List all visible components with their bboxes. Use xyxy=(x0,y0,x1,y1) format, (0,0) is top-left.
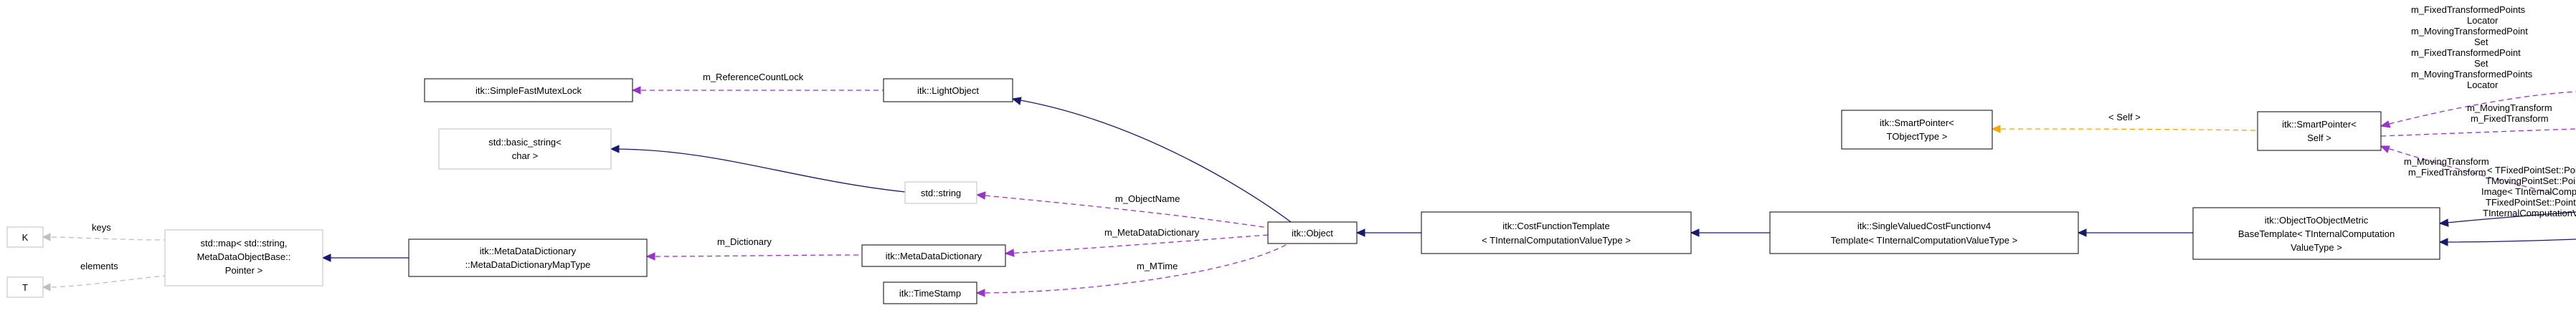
svg-text:itk::ObjectToObjectMetric: itk::ObjectToObjectMetric xyxy=(2265,215,2369,226)
svg-text:m_MovingTransformedPoint: m_MovingTransformedPoint xyxy=(2411,26,2528,37)
svg-text:Locator: Locator xyxy=(2467,15,2499,26)
svg-text:TInternalComputationValueType: TInternalComputationValueType > xyxy=(2483,208,2576,218)
svg-text:itk::SmartPointer<: itk::SmartPointer< xyxy=(2282,119,2357,130)
node-object[interactable]: itk::Object xyxy=(1267,221,1358,244)
edge-self-template: < Self > xyxy=(1991,112,2258,133)
node-simplefastmutexlock[interactable]: itk::SimpleFastMutexLock xyxy=(424,78,633,102)
svg-text:Image< TInternalComputationVal: Image< TInternalComputationValueType, xyxy=(2481,186,2576,197)
svg-text:m_MetaDataDictionary: m_MetaDataDictionary xyxy=(1104,227,1200,238)
node-smartpointer-self[interactable]: itk::SmartPointer< Self > xyxy=(2257,111,2382,151)
edge-map-inherit xyxy=(321,254,409,262)
edge-labels-o2o-template-args: < TFixedPointSet::PointDimension, TMovin… xyxy=(2481,165,2576,218)
svg-text:::MetaDataDictionaryMapType: ::MetaDataDictionaryMapType xyxy=(465,259,591,270)
svg-text:m_MovingTransform: m_MovingTransform xyxy=(2467,102,2552,113)
svg-text:itk::SingleValuedCostFunctionv: itk::SingleValuedCostFunctionv4 xyxy=(1857,221,1991,231)
svg-text:< Self >: < Self > xyxy=(2108,112,2141,122)
node-basic-string[interactable]: std::basic_string< char > xyxy=(438,128,612,170)
edge-keys: keys xyxy=(42,222,166,241)
svg-text:T: T xyxy=(22,282,28,293)
edge-singlevalued-inherit xyxy=(2077,228,2193,237)
edge-m-meta-data-dictionary: m_MetaDataDictionary xyxy=(1004,227,1269,257)
node-singlevaluedcostfunctionv4template[interactable]: itk::SingleValuedCostFunctionv4 Template… xyxy=(1769,211,2079,254)
edge-basetemplate-inherit-pointset xyxy=(2438,238,2576,246)
node-k[interactable]: K xyxy=(6,226,44,248)
edge-m-reference-count-lock: m_ReferenceCountLock xyxy=(631,72,884,95)
node-objecttoobjectmetricbasetemplate[interactable]: itk::ObjectToObjectMetric BaseTemplate< … xyxy=(2192,207,2440,260)
svg-text:K: K xyxy=(22,232,29,243)
svg-text:< TFixedPointSet::PointDimensi: < TFixedPointSet::PointDimension, xyxy=(2487,165,2576,175)
svg-text:Template< TInternalComputation: Template< TInternalComputationValueType … xyxy=(1831,235,2017,246)
svg-text:BaseTemplate< TInternalComputa: BaseTemplate< TInternalComputation xyxy=(2238,228,2395,239)
svg-text:Set: Set xyxy=(2474,37,2489,47)
svg-text:m_MovingTransform: m_MovingTransform xyxy=(2404,156,2489,167)
svg-text:Set: Set xyxy=(2474,58,2489,69)
svg-text:keys: keys xyxy=(92,222,111,233)
edge-lightobject-inherit xyxy=(1011,97,1292,223)
svg-text:Self >: Self > xyxy=(2307,132,2331,143)
svg-text:m_ReferenceCountLock: m_ReferenceCountLock xyxy=(703,72,804,82)
svg-text:itk::MetaDataDictionary: itk::MetaDataDictionary xyxy=(886,251,982,261)
svg-text:m_ObjectName: m_ObjectName xyxy=(1115,193,1180,204)
svg-text:m_FixedTransformedPoints: m_FixedTransformedPoints xyxy=(2411,4,2526,15)
node-t[interactable]: T xyxy=(6,276,44,298)
svg-text:itk::SmartPointer<: itk::SmartPointer< xyxy=(1880,117,1954,128)
svg-text:itk::LightObject: itk::LightObject xyxy=(917,85,979,96)
svg-text:itk::Object: itk::Object xyxy=(1292,228,1333,238)
svg-text:Pointer >: Pointer > xyxy=(225,265,262,276)
svg-text:m_MovingTransformedPoints: m_MovingTransformedPoints xyxy=(2411,69,2533,80)
edge-m-mtime: m_MTime xyxy=(975,241,1292,297)
svg-text:ValueType >: ValueType > xyxy=(2291,242,2342,253)
svg-text:elements: elements xyxy=(80,261,118,271)
svg-text:TMovingPointSet::PointDimensio: TMovingPointSet::PointDimension, xyxy=(2486,175,2576,186)
svg-text:m_FixedTransform: m_FixedTransform xyxy=(2408,167,2486,178)
svg-text:m_MTime: m_MTime xyxy=(1137,261,1178,271)
edge-elements: elements xyxy=(42,261,166,292)
node-metadatadictionary[interactable]: itk::MetaDataDictionary xyxy=(861,244,1006,267)
svg-text:TFixedPointSet::PointDimension: TFixedPointSet::PointDimension >, xyxy=(2486,197,2576,208)
edge-labels-pointset-members: m_FixedTransformedPoints Locator m_Movin… xyxy=(2380,4,2576,128)
edge-moving-fixed-transform-virtual: m_MovingTransform m_FixedTransform xyxy=(2380,145,2554,194)
node-std-string[interactable]: std::string xyxy=(904,181,977,204)
svg-text:m_FixedTransform: m_FixedTransform xyxy=(2471,113,2549,124)
svg-text:itk::MetaDataDictionary: itk::MetaDataDictionary xyxy=(480,246,577,256)
node-timestamp[interactable]: itk::TimeStamp xyxy=(883,281,977,304)
svg-text:std::map< std::string,: std::map< std::string, xyxy=(200,238,287,249)
svg-text:itk::TimeStamp: itk::TimeStamp xyxy=(899,288,961,299)
node-costfunctiontemplate[interactable]: itk::CostFunctionTemplate < TInternalCom… xyxy=(1421,211,1692,254)
svg-text:Locator: Locator xyxy=(2467,80,2499,90)
svg-text:< TInternalComputationValueTyp: < TInternalComputationValueType > xyxy=(1482,235,1631,246)
svg-text:m_FixedTransformedPoint: m_FixedTransformedPoint xyxy=(2411,47,2521,58)
edge-costfunction-inherit xyxy=(1690,228,1770,237)
node-std-map[interactable]: std::map< std::string, MetaDataObjectBas… xyxy=(164,229,323,286)
node-lightobject[interactable]: itk::LightObject xyxy=(883,78,1013,102)
svg-text:TObjectType >: TObjectType > xyxy=(1887,131,1948,142)
edge-m-object-name: m_ObjectName xyxy=(975,191,1269,228)
svg-text:char >: char > xyxy=(512,150,539,161)
svg-text:std::basic_string<: std::basic_string< xyxy=(488,137,562,148)
edge-object-inherit xyxy=(1355,228,1421,237)
node-metadatadictionary-maptype[interactable]: itk::MetaDataDictionary ::MetaDataDictio… xyxy=(408,238,648,277)
edge-labels-moving-fixed-transform-b: m_MovingTransform m_FixedTransform xyxy=(2380,102,2576,137)
svg-text:MetaDataObjectBase::: MetaDataObjectBase:: xyxy=(197,251,291,262)
svg-text:m_Dictionary: m_Dictionary xyxy=(717,236,772,247)
edge-m-dictionary: m_Dictionary xyxy=(645,236,863,261)
edge-basetemplate-inherit-virtual xyxy=(2438,211,2576,227)
node-smartpointer-tobjecttype[interactable]: itk::SmartPointer< TObjectType > xyxy=(1841,110,1993,150)
svg-text:std::string: std::string xyxy=(921,188,961,198)
svg-text:itk::CostFunctionTemplate: itk::CostFunctionTemplate xyxy=(1502,221,1610,231)
svg-text:itk::SimpleFastMutexLock: itk::SimpleFastMutexLock xyxy=(475,85,582,96)
edge-string-inherit xyxy=(610,145,906,193)
